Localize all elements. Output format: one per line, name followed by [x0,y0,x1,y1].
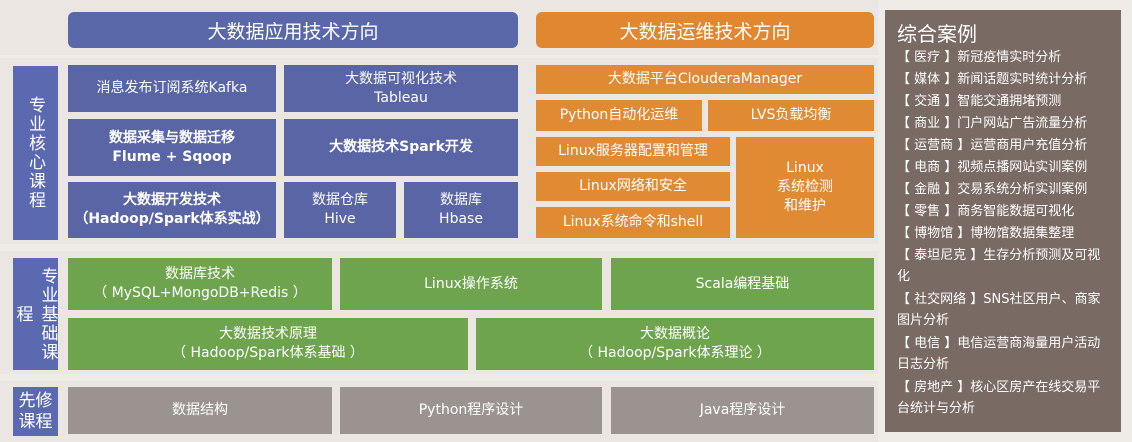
course-spark-label: 大数据技术Spark开发 [329,139,473,155]
case-item: 【 泰坦尼克 】生存分析预测及可视化 [897,248,1101,284]
course-tableau-line1: 大数据可视化技术 [345,70,457,87]
course-linux-network-label: Linux网络和安全 [579,178,687,194]
course-linux-monitor-line1: Linux [786,160,824,176]
case-item: 【 金融 】交易系统分析实训案例 [897,182,1088,197]
course-bigdata-intro-line1: 大数据概论 [640,326,710,342]
course-hbase-line2: Hbase [439,211,483,227]
prereq-section-label: 先修 课程 [13,387,58,436]
case-item: 【 博物馆 】博物馆数据集整理 [897,226,1075,241]
course-linux-monitor-line3: 和维护 [784,198,826,214]
case-item: 【 商业 】门户网站广告流量分析 [897,116,1088,131]
course-python-ops-label: Python自动化运维 [559,107,679,123]
case-item: 【 房地产 】核心区房产在线交易平台统计与分析 [897,380,1101,416]
course-linux-shell: Linux系统命令和shell [536,207,730,238]
course-linux-os-label: Linux操作系统 [424,275,518,292]
case-item: 【 电信 】电信运营商海量用户活动日志分析 [897,336,1101,372]
course-database: 数据库技术 （ MySQL+MongoDB+Redis ） [68,258,332,310]
course-java: Java程序设计 [611,387,874,434]
course-linux-monitor: Linux 系统检测 和维护 [736,137,874,238]
course-linux-server: Linux服务器配置和管理 [536,137,730,166]
course-linux-monitor-line2: 系统检测 [777,179,833,195]
course-linux-server-label: Linux服务器配置和管理 [558,143,708,159]
course-data-structures: 数据结构 [68,387,332,434]
course-tableau-line2: Tableau [374,89,428,106]
course-kafka: 消息发布订阅系统Kafka [68,65,276,112]
course-java-label: Java程序设计 [699,402,786,418]
course-hive: 数据仓库 Hive [284,182,396,238]
ops-direction-header: 大数据运维技术方向 [536,12,874,48]
course-scala-label: Scala编程基础 [695,275,790,292]
course-cloudera-label: 大数据平台ClouderaManager [607,71,803,87]
course-hive-line2: Hive [324,211,356,227]
case-item: 【 电商 】视频点播网站实训案例 [897,160,1088,175]
case-panel-title: 综合案例 [897,22,977,46]
course-bigdata-intro-line2: （ Hadoop/Spark体系理论 ） [579,345,771,361]
course-bigdata-principle: 大数据技术原理 （ Hadoop/Spark体系基础 ） [68,318,468,370]
course-hadoop-dev-line2: （Hadoop/Spark体系实战） [74,211,270,227]
course-spark: 大数据技术Spark开发 [284,119,518,176]
course-lvs: LVS负载均衡 [708,100,874,131]
course-linux-os: Linux操作系统 [340,258,602,310]
course-hadoop-dev: 大数据开发技术 （Hadoop/Spark体系实战） [68,182,276,238]
course-database-line2: （ MySQL+MongoDB+Redis ） [93,285,307,301]
course-hadoop-dev-line1: 大数据开发技术 [123,192,221,208]
course-linux-shell-label: Linux系统命令和shell [562,214,704,230]
course-scala: Scala编程基础 [611,258,874,310]
course-python: Python程序设计 [340,387,602,434]
course-python-ops: Python自动化运维 [536,100,702,131]
case-panel: 综合案例 【 医疗 】新冠疫情实时分析 【 媒体 】新闻话题实时统计分析 【 交… [885,10,1121,432]
course-flume-sqoop-line2: Flume + Sqoop [112,148,232,165]
core-section-label: 专业核心课程 [13,66,58,240]
foundation-section-label: 专业基础课程 [13,258,58,370]
course-cloudera: 大数据平台ClouderaManager [536,65,874,94]
course-bigdata-principle-line1: 大数据技术原理 [219,326,317,342]
case-item: 【 媒体 】新闻话题实时统计分析 [897,72,1088,87]
course-flume-sqoop-line1: 数据采集与数据迁移 [109,129,235,146]
course-kafka-label: 消息发布订阅系统Kafka [96,80,248,96]
course-flume-sqoop: 数据采集与数据迁移 Flume + Sqoop [68,119,276,176]
course-hbase-line1: 数据库 [440,192,482,208]
prereq-label-line2: 课程 [18,411,53,432]
course-lvs-label: LVS负载均衡 [750,107,832,123]
course-bigdata-principle-line2: （ Hadoop/Spark体系基础 ） [172,345,364,361]
case-item: 【 社交网络 】SNS社区用户、商家图片分析 [897,292,1101,328]
course-bigdata-intro: 大数据概论 （ Hadoop/Spark体系理论 ） [476,318,874,370]
app-direction-header: 大数据应用技术方向 [68,12,518,48]
course-database-line1: 数据库技术 [165,266,235,282]
course-hbase: 数据库 Hbase [404,182,518,238]
course-data-structures-label: 数据结构 [172,402,228,418]
case-item: 【 运营商 】运营商用户充值分析 [897,138,1088,153]
course-tableau: 大数据可视化技术 Tableau [284,65,518,112]
case-item: 【 零售 】商务智能数据可视化 [897,204,1075,219]
case-item: 【 交通 】智能交通拥堵预测 [897,94,1062,109]
course-hive-line1: 数据仓库 [312,192,368,208]
case-item: 【 医疗 】新冠疫情实时分析 [897,50,1062,65]
course-python-label: Python程序设计 [418,402,524,418]
course-linux-network: Linux网络和安全 [536,172,730,201]
prereq-label-line1: 先修 [18,390,53,411]
